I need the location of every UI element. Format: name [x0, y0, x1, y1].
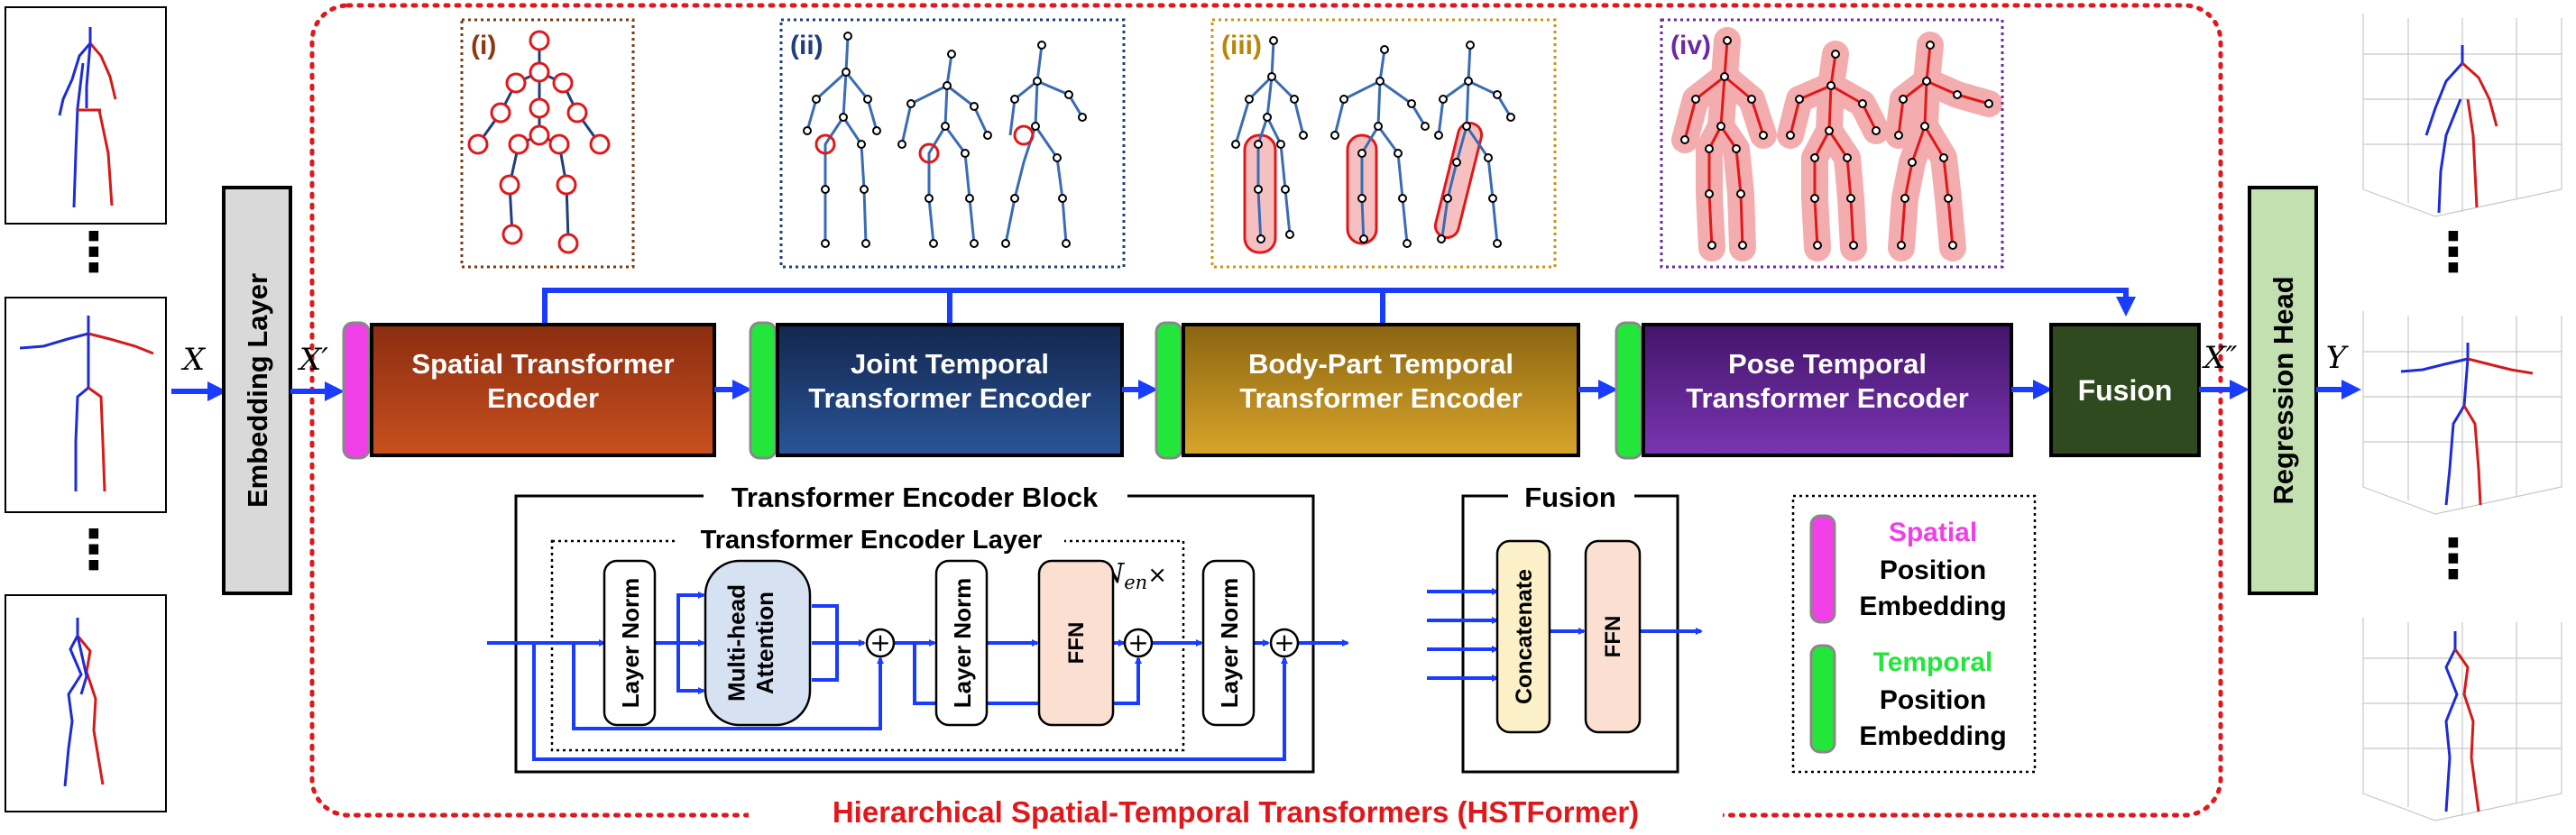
fusion-module	[2049, 323, 2201, 457]
layer-norm-3-label: Layer Norm	[1216, 578, 1243, 709]
input-frames: ⋮ ⋮	[5, 6, 167, 812]
multi-head-attention	[704, 559, 812, 727]
legend-spatial-swatch	[1809, 514, 1836, 624]
layer-norm-2	[934, 559, 989, 727]
input-ellipsis-1: ⋮	[67, 221, 121, 284]
ffn-block-label: FFN	[1064, 622, 1089, 665]
concatenate-label: Concatenate	[1512, 569, 1537, 704]
ffn-block	[1037, 559, 1115, 727]
layer-norm-3	[1201, 559, 1256, 727]
concatenate-block	[1495, 539, 1551, 734]
output-ellipsis-1: ⋮	[2426, 221, 2480, 284]
fusion-skip-bus	[542, 288, 2136, 323]
panel-iii-label: (iii)	[1221, 31, 1262, 60]
legend-temporal-embedding: Embedding	[1859, 721, 2006, 751]
panel-iii: (iii)	[1210, 18, 1557, 269]
fusion-ffn-label: FFN	[1601, 616, 1625, 658]
panel-i: (i)	[460, 18, 635, 269]
output-plot-2	[2362, 311, 2562, 515]
residual-add-3-label: +	[1274, 628, 1294, 657]
panel-iv: (iv)	[1660, 18, 2004, 269]
residual-add-3	[1269, 628, 1300, 658]
embedding-layer-label: Embedding Layer	[242, 273, 273, 508]
legend-spatial-embedding: Embedding	[1859, 592, 2006, 621]
output-skeleton-3	[2444, 631, 2480, 812]
legend-temporal-swatch	[1809, 644, 1836, 754]
title-backdrop	[749, 790, 1723, 835]
fusion-detail: Fusion Concatenate FFN	[1427, 482, 1703, 774]
regression-head	[2248, 186, 2318, 595]
input-skeleton-1	[58, 27, 117, 208]
input-frame-3	[5, 594, 167, 812]
block-title-backdrop	[704, 482, 1127, 512]
legend-spatial-position: Position	[1880, 555, 1986, 585]
panel-ii-label: (ii)	[790, 31, 823, 60]
input-ellipsis-2: ⋮	[67, 518, 121, 582]
panel-ii: (ii)	[779, 18, 1126, 269]
input-skeleton-3	[63, 618, 105, 787]
output-plot-3	[2362, 618, 2562, 821]
layer-norm-2-label: Layer Norm	[949, 578, 976, 709]
input-frame-1	[5, 6, 167, 225]
layer-title: Transformer Encoder Layer	[701, 526, 1043, 555]
legend: Spatial Position Embedding Temporal Posi…	[1791, 494, 2037, 774]
regression-head-label: Regression Head	[2268, 276, 2299, 504]
x-double-prime-label: X″	[2202, 340, 2238, 376]
panel-iv-label: (iv)	[1670, 31, 1711, 60]
legend-temporal-word: Temporal	[1873, 647, 1993, 677]
pose-temporal-position-embedding	[1615, 321, 1643, 460]
fusion-detail-title-backdrop	[1508, 482, 1634, 512]
residual-add-1-label: +	[869, 628, 890, 657]
joint-temporal-position-embedding	[749, 321, 777, 460]
layer-norm-1-label: Layer Norm	[617, 578, 644, 709]
fusion-ffn-block	[1584, 539, 1642, 734]
bodypart-temporal-position-embedding	[1155, 321, 1183, 460]
output-ellipsis-2: ⋮	[2426, 528, 2480, 591]
output-plot-1	[2362, 14, 2562, 217]
output-skeleton-2	[2400, 343, 2534, 506]
residual-add-1	[865, 628, 896, 658]
residual-add-2-label: +	[1127, 628, 1148, 657]
multi-head-attention-label: Multi-headAttention	[722, 584, 778, 702]
transformer-encoder-block: Transformer Encoder Block Transformer En…	[487, 482, 1349, 774]
layer-norm-1	[603, 559, 657, 727]
fusion-detail-title: Fusion	[1524, 482, 1616, 513]
panel-i-label: (i)	[471, 31, 496, 60]
legend-temporal-position: Position	[1880, 685, 1986, 715]
fusion-label: Fusion	[2078, 374, 2173, 407]
layer-title-backdrop	[676, 527, 1064, 555]
x-label: X	[180, 342, 207, 378]
input-frame-2	[5, 297, 167, 513]
input-skeleton-2	[19, 316, 154, 492]
output-frames: ⋮ ⋮	[2362, 14, 2562, 821]
output-skeleton-1	[2424, 45, 2498, 214]
pose-temporal-transformer-encoder	[1642, 323, 2013, 457]
legend-spatial-word: Spatial	[1889, 518, 1977, 547]
x-prime-label: X′	[297, 342, 328, 378]
residual-add-2	[1123, 628, 1154, 658]
pipeline: X Embedding Layer X′ Spatial Transformer…	[171, 186, 2361, 595]
spatial-position-embedding	[342, 321, 371, 460]
block-title: Transformer Encoder Block	[731, 482, 1099, 513]
y-label: Y	[2326, 340, 2350, 376]
diagram-title: Hierarchical Spatial-Temporal Transforme…	[833, 795, 1639, 829]
